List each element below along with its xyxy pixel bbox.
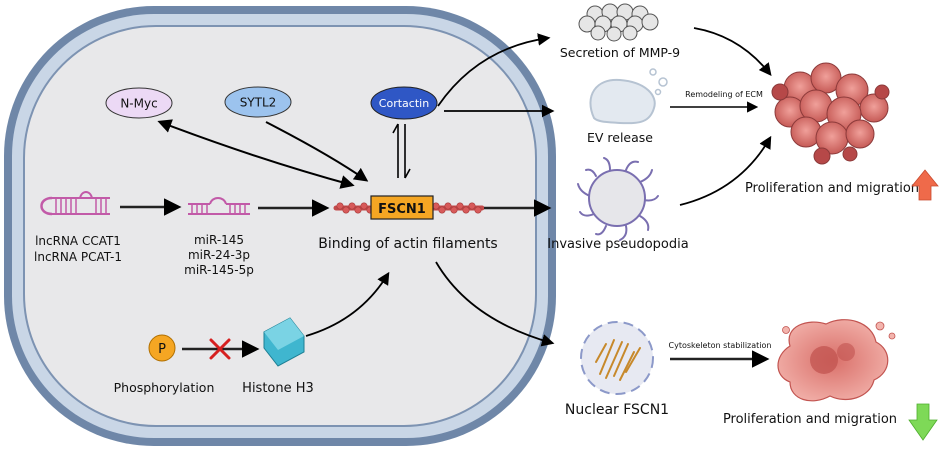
- cortactin-label: Cortactin: [379, 97, 429, 110]
- mirna-icon: [188, 197, 250, 215]
- arrow-sytl2-fscn1: [265, 121, 369, 182]
- sytl2-node: SYTL2: [224, 86, 292, 118]
- lncrna-pcat1-label: lncRNA PCAT-1: [34, 250, 122, 264]
- cell: [4, 6, 556, 446]
- mir-145-5p-label: miR-145-5p: [184, 263, 254, 277]
- mir-24-3p-label: miR-24-3p: [188, 248, 250, 262]
- histone-label: Histone H3: [242, 381, 314, 396]
- prolif-up-label: Proliferation and migration: [745, 181, 919, 196]
- tumor-cell-icon: [777, 319, 896, 402]
- rna-hairpin-icon: [40, 191, 110, 216]
- binding-actin-label: Binding of actin filaments: [318, 236, 497, 252]
- histone-icon: [263, 317, 305, 367]
- mmp9-vesicles-icon: [578, 3, 659, 42]
- block-cross-icon: [209, 338, 231, 360]
- arrow-pseudopodia-tumor: [679, 135, 772, 206]
- phospho-symbol: P: [158, 342, 166, 357]
- mmp9-label: Secretion of MMP-9: [560, 45, 680, 60]
- sytl2-label: SYTL2: [240, 96, 277, 110]
- nmyc-label: N-Myc: [120, 97, 157, 111]
- cell-cytoplasm: [23, 25, 537, 427]
- arrow-mmp9-tumor: [693, 27, 772, 76]
- down-arrow-icon: [908, 403, 938, 441]
- up-arrow-icon: [911, 169, 939, 201]
- mir-145-label: miR-145: [194, 233, 244, 247]
- cortactin-node: Cortactin: [370, 86, 438, 120]
- lncrna-ccat1-label: lncRNA CCAT1: [35, 234, 121, 248]
- phosphorylation-label: Phosphorylation: [114, 380, 215, 395]
- arrow-fscn1-mmp9: [437, 33, 551, 107]
- arrow-fscn1-nuclear: [435, 261, 555, 347]
- arrow-histone-fscn1: [305, 271, 390, 337]
- nuclear-fscn1-label: Nuclear FSCN1: [565, 402, 669, 418]
- ev-release-label: EV release: [587, 130, 653, 145]
- fscn1-box: FSCN1: [370, 195, 434, 220]
- remodeling-label: Remodeling of ECM: [685, 90, 763, 99]
- cytoskeleton-label: Cytoskeleton stabilization: [669, 341, 772, 350]
- phospho-icon: P: [148, 334, 176, 362]
- nucleus-icon: [580, 321, 654, 395]
- nmyc-node: N-Myc: [105, 87, 173, 119]
- pseudopodia-cell-icon: [577, 157, 659, 241]
- cortactin-fscn1-double-arrow: [392, 123, 411, 179]
- tumor-cluster-icon: [771, 62, 890, 165]
- ev-cell-icon: [589, 68, 668, 125]
- pseudopodia-label: Invasive pseudopodia: [547, 237, 688, 252]
- arrow-nmyc-fscn1: [157, 119, 355, 189]
- prolif-down-label: Proliferation and migration: [723, 412, 897, 427]
- fscn1-label: FSCN1: [378, 202, 426, 217]
